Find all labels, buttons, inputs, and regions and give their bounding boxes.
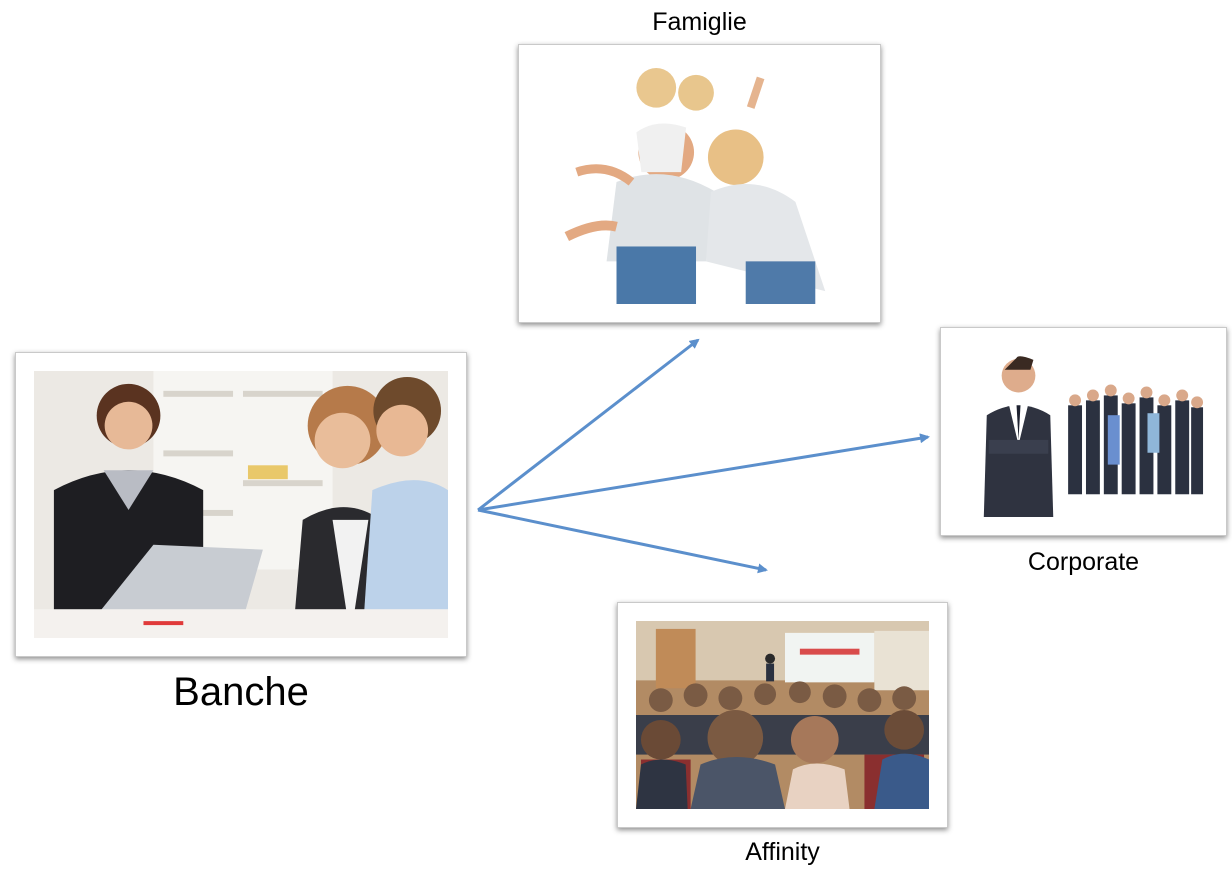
arrow-to-famiglie <box>477 338 700 512</box>
arrow-to-affinity <box>477 508 768 574</box>
conference-audience-photo <box>636 621 929 809</box>
business-team-photo <box>959 346 1208 517</box>
famiglie-label: Famiglie <box>652 8 747 36</box>
banche-label: Banche <box>173 670 309 714</box>
arrow-to-corporate <box>477 433 930 512</box>
corporate-photo-frame <box>940 327 1227 536</box>
family-photo <box>537 63 862 304</box>
bank-meeting-photo <box>34 371 448 638</box>
corporate-label: Corporate <box>1027 548 1140 576</box>
affinity-label: Affinity <box>745 838 820 866</box>
affinity-photo-frame <box>617 602 948 828</box>
banche-photo-frame <box>15 352 467 657</box>
famiglie-photo-frame <box>518 44 881 323</box>
